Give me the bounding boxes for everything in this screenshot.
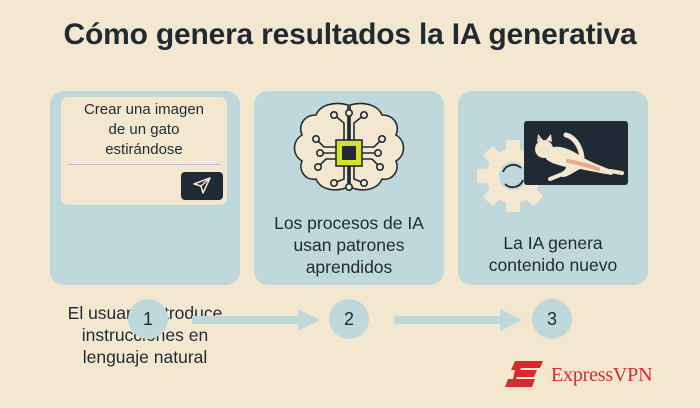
step-card-3: La IA genera contenido nuevo xyxy=(458,91,648,285)
cat-image-icon xyxy=(524,121,628,185)
prompt-divider xyxy=(67,164,221,165)
prompt-input: Crear una imagen de un gato estirándose xyxy=(61,97,227,205)
send-icon xyxy=(193,177,211,194)
send-button xyxy=(181,172,223,200)
step-card-2: Los procesos de IA usan patrones aprendi… xyxy=(254,91,444,285)
expressvpn-logo-icon xyxy=(505,361,543,387)
brand-name: ExpressVPN xyxy=(551,364,653,386)
brand-logo: ExpressVPN xyxy=(503,355,673,391)
step-number-2: 2 xyxy=(329,299,369,339)
arrow-1-to-2 xyxy=(192,309,320,331)
brain-chip-icon xyxy=(293,102,405,192)
arrow-2-to-3 xyxy=(394,309,522,331)
page-title: Cómo genera resultados la IA generativa xyxy=(63,18,637,51)
step-3-caption: La IA genera contenido nuevo xyxy=(488,233,618,275)
step-number-3: 3 xyxy=(532,299,572,339)
step-number-1: 1 xyxy=(128,299,168,339)
prompt-text: Crear una imagen de un gato estirándose xyxy=(83,101,205,158)
step-2-caption: Los procesos de IA usan patrones aprendi… xyxy=(274,213,424,277)
